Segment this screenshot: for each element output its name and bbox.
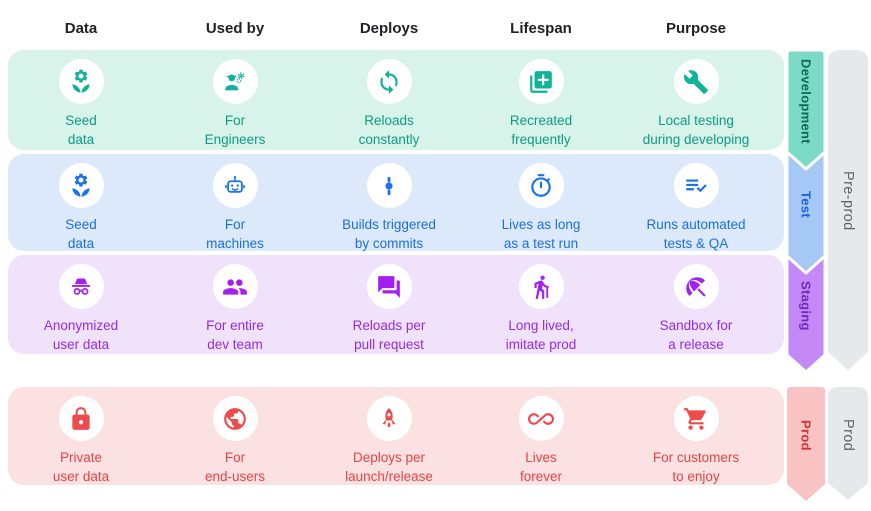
cell-caption: Seed data	[65, 217, 97, 251]
cell-caption: For entire dev team	[206, 318, 264, 352]
robot-icon	[212, 163, 258, 208]
cell-caption: Seed data	[65, 113, 97, 147]
row-prod: Private user data For end-users Deploys …	[8, 387, 784, 485]
cell-prod-purpose: For customers to enjoy	[616, 387, 776, 485]
cell-prod-deploys: Deploys per launch/release	[309, 387, 469, 485]
column-header-deploys: Deploys	[359, 20, 419, 37]
umbrella-icon	[673, 264, 719, 309]
row-staging: Anonymized user data For entire dev team…	[8, 255, 784, 354]
cell-caption: Deploys per launch/release	[345, 450, 433, 484]
cell-test-deploys: Builds triggered by commits	[309, 154, 469, 251]
cart-icon	[673, 396, 719, 441]
column-header-purpose: Purpose	[665, 20, 726, 37]
development-arrow	[785, 48, 827, 171]
cell-development-purpose: Local testing during developing	[616, 50, 776, 150]
cell-staging-used-by: For entire dev team	[155, 255, 315, 354]
row-development: Seed data For Engineers Reloads constant…	[8, 50, 784, 150]
cell-caption: Builds triggered by commits	[342, 217, 436, 251]
prod-gray-arrow	[828, 387, 868, 500]
cell-caption: For Engineers	[204, 113, 266, 147]
cell-prod-data: Private user data	[1, 387, 161, 485]
library-add-icon	[518, 59, 564, 104]
infinity-icon	[518, 396, 564, 441]
wrench-icon	[673, 59, 719, 104]
checklist-icon	[673, 163, 719, 208]
cell-caption: Private user data	[52, 450, 110, 484]
row-test: Seed data For machines Builds triggered …	[8, 154, 784, 251]
column-header-used-by: Used by	[205, 20, 265, 37]
staging-arrow-label: Staging	[798, 280, 814, 331]
cell-prod-used-by: For end-users	[155, 387, 315, 485]
cell-prod-lifespan: Lives forever	[461, 387, 621, 485]
cell-caption: Sandbox for a release	[659, 318, 733, 352]
cell-caption: For machines	[206, 217, 264, 251]
cell-caption: Runs automated tests & QA	[646, 217, 746, 251]
cell-caption: Lives forever	[519, 450, 563, 484]
seed-icon	[58, 59, 104, 104]
column-header-data: Data	[64, 20, 98, 37]
development-arrow-label: Development	[798, 58, 814, 144]
test-arrow-label: Test	[798, 190, 814, 218]
cell-caption: For customers to enjoy	[652, 450, 740, 484]
prod-arrow-label: Prod	[798, 420, 814, 451]
cell-development-used-by: For Engineers	[155, 50, 315, 150]
group-icon	[212, 264, 258, 309]
cell-test-lifespan: Lives as long as a test run	[461, 154, 621, 251]
cell-caption: Local testing during developing	[642, 113, 750, 147]
forum-icon	[366, 264, 412, 309]
stopwatch-icon	[518, 163, 564, 208]
cell-development-data: Seed data	[1, 50, 161, 150]
cell-caption: For end-users	[204, 450, 266, 484]
cell-development-lifespan: Recreated frequently	[461, 50, 621, 150]
prod-gray-label: Prod	[840, 418, 856, 452]
cell-staging-data: Anonymized user data	[1, 255, 161, 354]
cell-test-purpose: Runs automated tests & QA	[616, 154, 776, 251]
pre-prod-label: Pre-prod	[840, 171, 856, 231]
cell-caption: Lives as long as a test run	[501, 217, 581, 251]
hiker-icon	[518, 264, 564, 309]
sync-icon	[366, 59, 412, 104]
cell-test-data: Seed data	[1, 154, 161, 251]
cell-caption: Long lived, imitate prod	[505, 318, 577, 352]
cell-caption: Reloads constantly	[358, 113, 420, 147]
cell-caption: Anonymized user data	[43, 318, 119, 352]
prod-arrow	[787, 387, 825, 501]
cell-development-deploys: Reloads constantly	[309, 50, 469, 150]
cell-staging-deploys: Reloads per pull request	[309, 255, 469, 354]
column-header-lifespan: Lifespan	[510, 20, 572, 37]
cell-test-used-by: For machines	[155, 154, 315, 251]
cell-staging-lifespan: Long lived, imitate prod	[461, 255, 621, 354]
rocket-icon	[366, 396, 412, 441]
globe-icon	[212, 396, 258, 441]
incognito-icon	[58, 264, 104, 309]
cell-staging-purpose: Sandbox for a release	[616, 255, 776, 354]
engineer-icon	[212, 59, 258, 104]
pre-prod-arrow	[828, 50, 868, 370]
seed-icon	[58, 163, 104, 208]
cell-caption: Recreated frequently	[509, 113, 573, 147]
lock-icon	[58, 396, 104, 441]
cell-caption: Reloads per pull request	[352, 318, 426, 352]
commit-icon	[366, 163, 412, 208]
